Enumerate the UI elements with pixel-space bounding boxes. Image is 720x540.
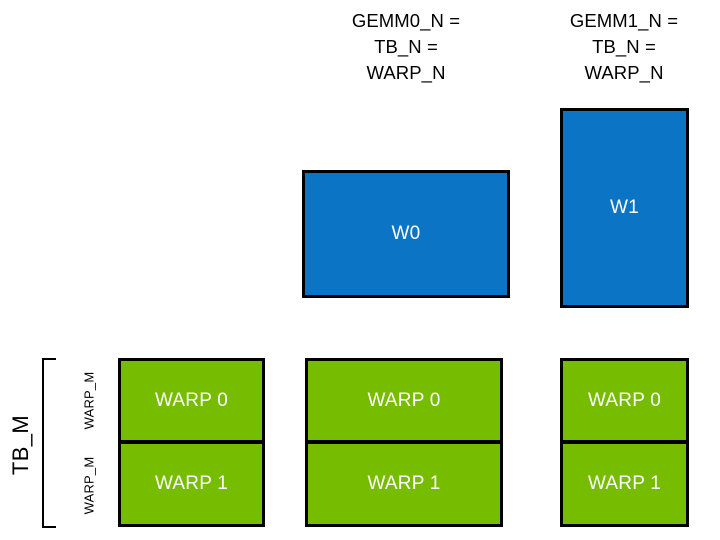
warp-block-w0-label: W0	[391, 223, 421, 244]
warp-cell-2-1: WARP 1	[560, 442, 689, 527]
warp-cell-1-0-label: WARP 0	[367, 389, 441, 411]
tb-m-axis-label: TB_M	[8, 414, 33, 476]
warp-block-w0: W0	[302, 170, 510, 298]
warp-block-w1: W1	[560, 108, 689, 308]
gemm1-column-header: GEMM1_N = TB_N = WARP_N	[569, 10, 679, 83]
warp-column-1: WARP 0 WARP 1	[305, 358, 503, 527]
warp-cell-1-1: WARP 1	[305, 442, 503, 527]
warp-cell-2-0-label: WARP 0	[588, 389, 661, 411]
warp-column-0: WARP 0 WARP 1	[118, 358, 265, 527]
warp-cell-2-1-label: WARP 1	[588, 473, 661, 494]
warp-cell-0-0: WARP 0	[118, 358, 265, 443]
gemm0-column-header: GEMM0_N = TB_N = WARP_N	[351, 10, 461, 83]
warp-m-axis-label-1: WARP_M	[81, 456, 97, 515]
warp-cell-2-0: WARP 0	[560, 358, 689, 443]
warp-m-axis-label-0: WARP_M	[81, 371, 97, 430]
warp-cell-0-1: WARP 1	[118, 442, 265, 527]
warp-cell-1-0: WARP 0	[305, 358, 503, 443]
warp-cell-0-1-label: WARP 1	[155, 473, 228, 494]
warp-cell-0-0-label: WARP 0	[155, 389, 228, 411]
tb-m-bracket	[42, 358, 56, 528]
warp-cell-1-1-label: WARP 1	[367, 473, 441, 494]
warp-column-2: WARP 0 WARP 1	[560, 358, 689, 527]
warp-block-w1-label: W1	[610, 197, 639, 218]
